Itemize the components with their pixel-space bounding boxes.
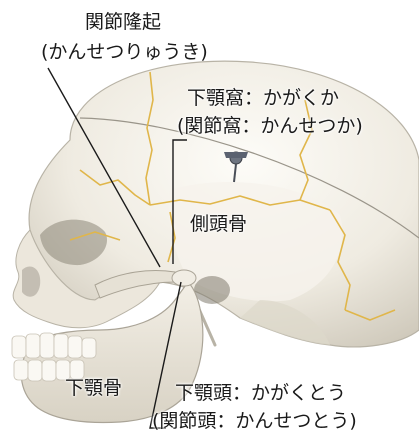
label-mandibular-condyle: 下顎頭：かがくとう (175, 381, 346, 405)
label-mandible: 下顎骨 (65, 376, 122, 400)
label-temporal-bone: 側頭骨 (190, 212, 247, 236)
mandibular-condyle (172, 270, 196, 286)
label-articular-eminence: 関節隆起 (85, 10, 161, 34)
label-articular-eminence-reading: (かんせつりゅうき) (41, 40, 208, 64)
ear-canal (194, 276, 230, 304)
label-mandibular-fossa-reading: (関節窩：かんせつか) (177, 114, 363, 138)
label-mandibular-condyle-reading: (関節頭：かんせつとう) (152, 409, 357, 433)
nasal-opening (22, 266, 40, 296)
assembly-clip (224, 152, 248, 158)
label-mandibular-fossa: 下顎窩：かがくか (187, 86, 339, 110)
